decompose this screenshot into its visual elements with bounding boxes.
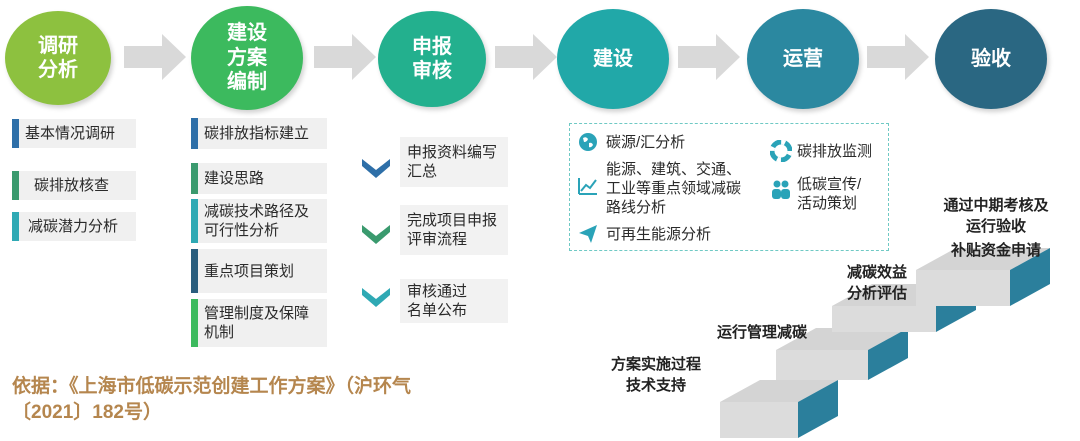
item-label: 重点项目策划 bbox=[204, 262, 295, 280]
research-item-basic-survey: 基本情况调研 bbox=[12, 119, 136, 148]
phase-circle-operate: 运营 bbox=[747, 9, 859, 109]
item-color-bar bbox=[191, 299, 198, 347]
flow-arrow-4 bbox=[678, 34, 740, 80]
flow-arrow-2 bbox=[314, 34, 376, 80]
paper-plane-icon bbox=[579, 225, 597, 243]
stair-step-label: 通过中期考核及 运行验收 bbox=[943, 197, 1049, 235]
phase-circle-review: 申报 审核 bbox=[378, 11, 486, 107]
item-color-bar bbox=[191, 199, 198, 243]
construction-panel bbox=[569, 123, 889, 251]
item-label: 审核通过 名单公布 bbox=[407, 283, 468, 319]
chevron-down-icon bbox=[362, 288, 390, 307]
people-icon bbox=[772, 180, 790, 199]
source-note: 依据：《上海市低碳示范创建工作方案》（沪环气 〔2021〕182号） bbox=[12, 374, 411, 426]
panel-item-label: 碳排放监测 bbox=[797, 143, 873, 160]
item-color-bar bbox=[191, 249, 198, 293]
item-color-bar bbox=[12, 119, 19, 148]
chevron-down-icon bbox=[362, 225, 390, 244]
flow-arrow-1 bbox=[124, 34, 186, 80]
panel-item-label: 能源、建筑、交通、 工业等重点领域减碳 路线分析 bbox=[606, 161, 742, 216]
item-label: 减碳技术路径及 可行性分析 bbox=[204, 203, 310, 239]
flow-arrow-3 bbox=[495, 34, 557, 80]
review-item-materials: 申报资料编写 汇总 bbox=[400, 137, 508, 187]
plan-item-build-approach: 建设思路 bbox=[191, 163, 327, 194]
source-line-1: 依据：《上海市低碳示范创建工作方案》（沪环气 bbox=[12, 376, 412, 397]
lifebuoy-icon bbox=[770, 140, 792, 162]
source-line-2: 〔2021〕182号） bbox=[12, 402, 162, 423]
stair-step-label: 补贴资金申请 bbox=[950, 242, 1041, 259]
chevron-down-icon bbox=[362, 159, 390, 178]
plan-item-tech-path: 减碳技术路径及 可行性分析 bbox=[191, 199, 327, 243]
item-color-bar bbox=[12, 212, 19, 241]
flow-arrow-5 bbox=[867, 34, 929, 80]
staircase-graphic bbox=[720, 248, 1050, 438]
panel-item-label: 低碳宣传/ 活动策划 bbox=[797, 176, 862, 212]
item-color-bar bbox=[191, 163, 198, 194]
item-label: 完成项目申报 评审流程 bbox=[407, 212, 498, 248]
plan-item-key-projects: 重点项目策划 bbox=[191, 249, 327, 293]
phase-circle-build: 建设 bbox=[557, 9, 669, 109]
panel-item-label: 可再生能源分析 bbox=[606, 226, 712, 243]
review-item-evaluation: 完成项目申报 评审流程 bbox=[400, 205, 508, 255]
item-label: 申报资料编写 汇总 bbox=[407, 144, 498, 180]
phase-circle-accept: 验收 bbox=[935, 9, 1047, 109]
phase-circle-research: 调研 分析 bbox=[5, 11, 111, 105]
globe-icon bbox=[579, 133, 597, 151]
research-item-carbon-audit: 碳排放核查 bbox=[12, 171, 136, 200]
review-item-announcement: 审核通过 名单公布 bbox=[400, 279, 508, 323]
item-label: 碳排放核查 bbox=[34, 177, 110, 194]
item-label: 基本情况调研 bbox=[25, 125, 116, 142]
item-label: 管理制度及保障 机制 bbox=[204, 305, 310, 341]
stair-step-label: 方案实施过程 技术支持 bbox=[610, 356, 701, 394]
stair-step-label: 减碳效益 分析评估 bbox=[846, 264, 907, 302]
plan-item-management: 管理制度及保障 机制 bbox=[191, 299, 327, 347]
panel-item-label: 碳源/汇分析 bbox=[606, 134, 686, 151]
item-color-bar bbox=[12, 171, 19, 200]
plan-item-carbon-indicators: 碳排放指标建立 bbox=[191, 118, 327, 149]
stair-step-label: 运行管理减碳 bbox=[716, 324, 807, 341]
item-label: 建设思路 bbox=[204, 170, 265, 187]
phase-circle-plan: 建设 方案 编制 bbox=[191, 6, 303, 110]
item-color-bar bbox=[191, 118, 198, 149]
item-label: 减碳潜力分析 bbox=[28, 218, 119, 235]
research-item-reduction-potential: 减碳潜力分析 bbox=[12, 212, 136, 241]
item-label: 碳排放指标建立 bbox=[204, 125, 310, 142]
trend-chart-icon bbox=[578, 178, 597, 195]
